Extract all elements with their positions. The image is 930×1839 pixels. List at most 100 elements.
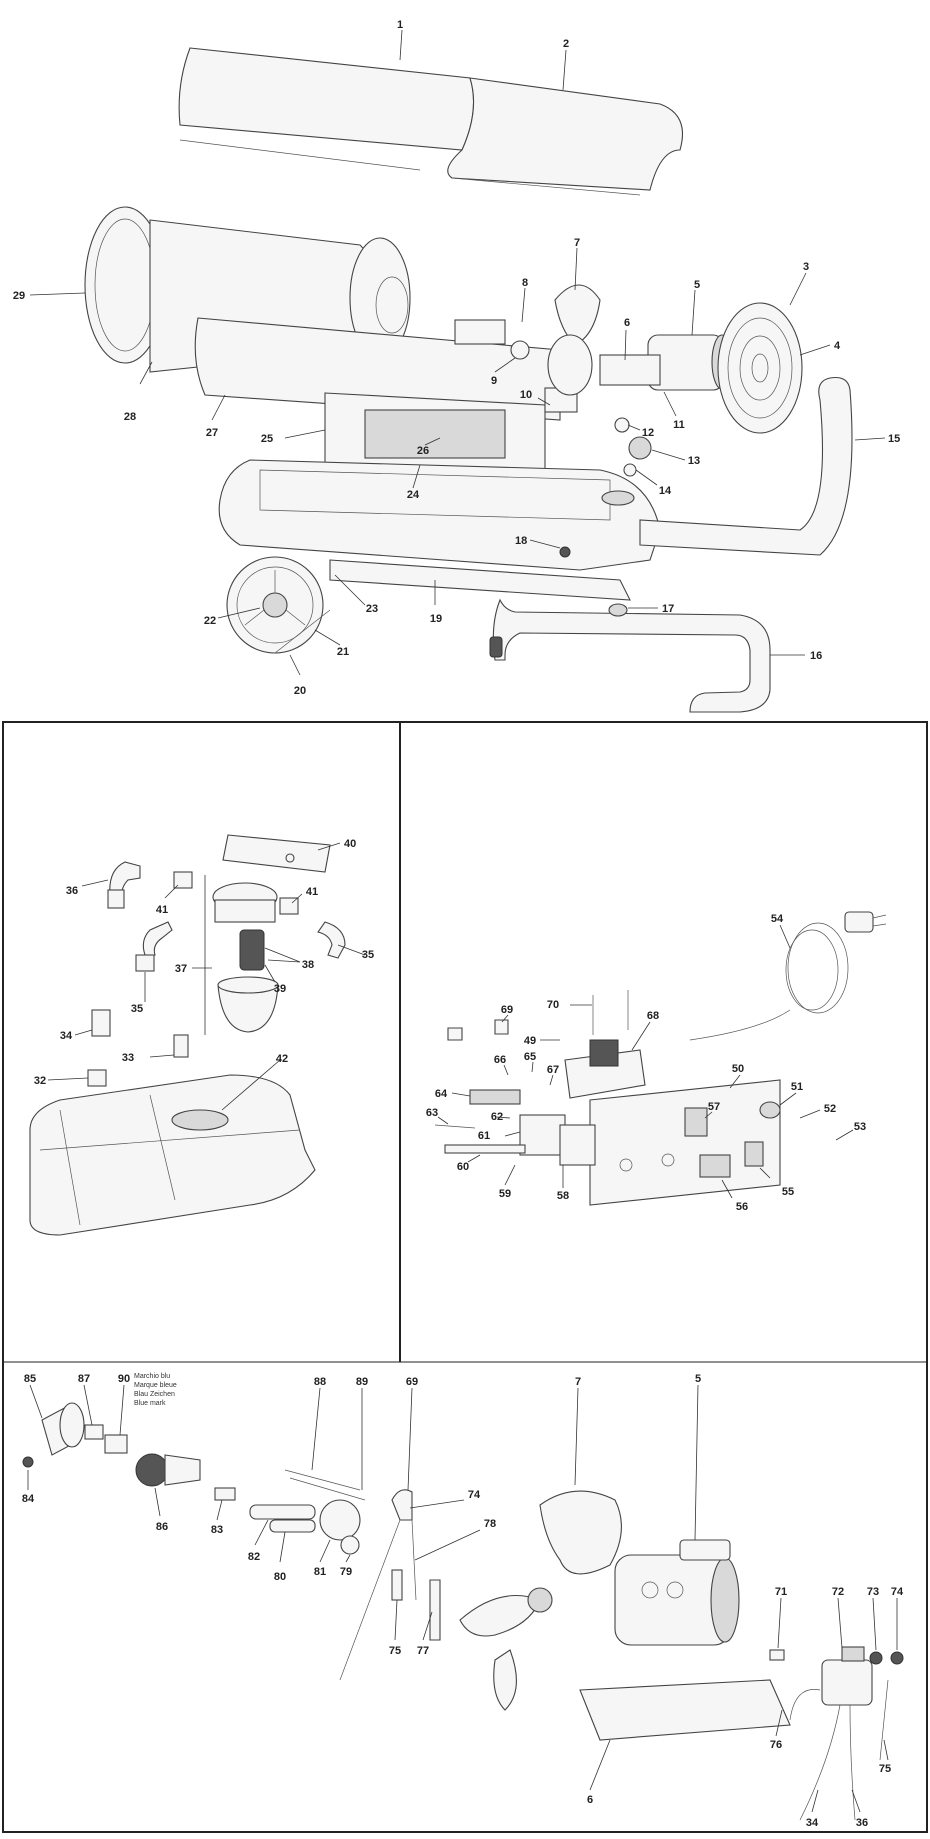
- label-part-61: 61: [478, 1130, 490, 1142]
- label-part-24: 24: [407, 489, 420, 501]
- gauge-part-18: [559, 546, 571, 558]
- label-part-64: 64: [435, 1088, 448, 1100]
- label-part-41b: 41: [306, 886, 318, 898]
- foot-part-17: [608, 603, 628, 617]
- label-part-59: 59: [499, 1188, 511, 1200]
- label-part-34-bottom: 34: [806, 1817, 819, 1829]
- tank-part-42: [29, 1074, 316, 1236]
- label-part-37: 37: [175, 963, 187, 975]
- label-part-88: 88: [314, 1376, 326, 1388]
- label-part-19: 19: [430, 613, 442, 625]
- tube-part-82: [249, 1504, 316, 1520]
- label-part-56: 56: [736, 1201, 748, 1213]
- label-part-7: 7: [574, 237, 580, 249]
- motor-bracket-part-6: [599, 354, 661, 386]
- blue-mark-note-en: Blue mark: [134, 1400, 166, 1407]
- label-part-83: 83: [211, 1524, 223, 1536]
- label-part-90: 90: [118, 1373, 130, 1385]
- label-part-42: 42: [276, 1053, 288, 1065]
- label-part-38: 38: [302, 959, 314, 971]
- label-part-1: 1: [397, 19, 403, 31]
- label-part-82: 82: [248, 1551, 260, 1563]
- fitting-part-83: [214, 1487, 236, 1501]
- label-part-35b: 35: [131, 1003, 143, 1015]
- base-frame-part-16: [492, 598, 771, 713]
- fan-hub: [547, 334, 593, 396]
- label-part-76: 76: [770, 1739, 782, 1751]
- label-part-68: 68: [647, 1010, 659, 1022]
- label-part-32: 32: [34, 1075, 46, 1087]
- filter-cartridge: [239, 929, 265, 971]
- label-part-8: 8: [522, 277, 528, 289]
- label-part-50: 50: [732, 1063, 744, 1075]
- label-part-28: 28: [124, 411, 136, 423]
- panel-plate-part-50: [589, 1079, 781, 1206]
- label-part-74-right: 74: [891, 1586, 904, 1598]
- label-part-6-bottom: 6: [587, 1794, 593, 1806]
- label-part-86: 86: [156, 1521, 168, 1533]
- detail-panels-frame: [2, 721, 928, 1833]
- motor-bracket-part-6-bottom: [579, 1679, 791, 1741]
- label-part-13: 13: [688, 455, 700, 467]
- label-part-80: 80: [274, 1571, 286, 1583]
- pump-part-72: [821, 1659, 873, 1706]
- block-part-58: [559, 1124, 596, 1166]
- label-part-70: 70: [547, 999, 559, 1011]
- label-part-40: 40: [344, 838, 356, 850]
- grommet-part-9: [510, 340, 530, 360]
- label-part-25: 25: [261, 433, 273, 445]
- bracket-part-8: [454, 319, 506, 345]
- label-part-52: 52: [824, 1103, 836, 1115]
- label-part-22: 22: [204, 615, 216, 627]
- label-part-14: 14: [659, 485, 672, 497]
- tank-filter-panel: 40 36 41 41 37 38 35 35 39 34 33 32 42: [29, 834, 374, 1236]
- label-part-63: 63: [426, 1107, 438, 1119]
- plug: [844, 911, 874, 933]
- label-part-34: 34: [60, 1030, 73, 1042]
- heater-assembly-drawing: 1 2 3 4 5 6 7 8 9 10 11 12 13 14 15 16 1…: [13, 19, 900, 713]
- fitting-part-33: [173, 1034, 189, 1058]
- fitting-part-87: [84, 1424, 104, 1440]
- part-77: [429, 1579, 441, 1641]
- label-part-78: 78: [484, 1518, 496, 1530]
- label-part-3: 3: [803, 261, 809, 273]
- label-part-69: 69: [501, 1004, 513, 1016]
- fan-blade-part-7-bottom: [539, 1490, 622, 1575]
- part-73: [869, 1651, 883, 1665]
- label-part-71: 71: [775, 1586, 787, 1598]
- label-part-51: 51: [791, 1081, 803, 1093]
- label-part-17: 17: [662, 603, 674, 615]
- label-part-85: 85: [24, 1373, 36, 1385]
- label-part-39: 39: [274, 983, 286, 995]
- label-part-58: 58: [557, 1190, 569, 1202]
- bottom-plate-part-19: [329, 559, 631, 601]
- bracket-part-40: [222, 834, 331, 873]
- elbow-part-69: [391, 1489, 413, 1521]
- switch-part-55: [744, 1141, 764, 1167]
- label-part-35a: 35: [362, 949, 374, 961]
- block-part-59: [519, 1114, 566, 1156]
- label-part-16: 16: [810, 650, 822, 662]
- label-part-36-bottom: 36: [856, 1817, 868, 1829]
- burner-motor-panel: Marchio blu Marque bleue Blau Zeichen Bl…: [22, 1373, 904, 1829]
- blue-mark-note-fr: Marque bleue: [134, 1382, 177, 1389]
- frame-window-part-26: [364, 409, 506, 459]
- label-part-4: 4: [834, 340, 841, 352]
- label-part-9: 9: [491, 375, 497, 387]
- label-part-20: 20: [294, 685, 306, 697]
- label-part-53: 53: [854, 1121, 866, 1133]
- label-part-15: 15: [888, 433, 900, 445]
- label-part-41a: 41: [156, 904, 168, 916]
- relay-part-56: [699, 1154, 731, 1178]
- elbow-part-35: [142, 921, 173, 956]
- label-part-69-bottom: 69: [406, 1376, 418, 1388]
- label-part-11: 11: [673, 419, 685, 431]
- label-part-77: 77: [417, 1645, 429, 1657]
- label-part-62: 62: [491, 1111, 503, 1123]
- label-part-73: 73: [867, 1586, 879, 1598]
- knob-part-51: [759, 1101, 781, 1119]
- elbow-part-35b: [317, 921, 346, 959]
- label-part-79: 79: [340, 1566, 352, 1578]
